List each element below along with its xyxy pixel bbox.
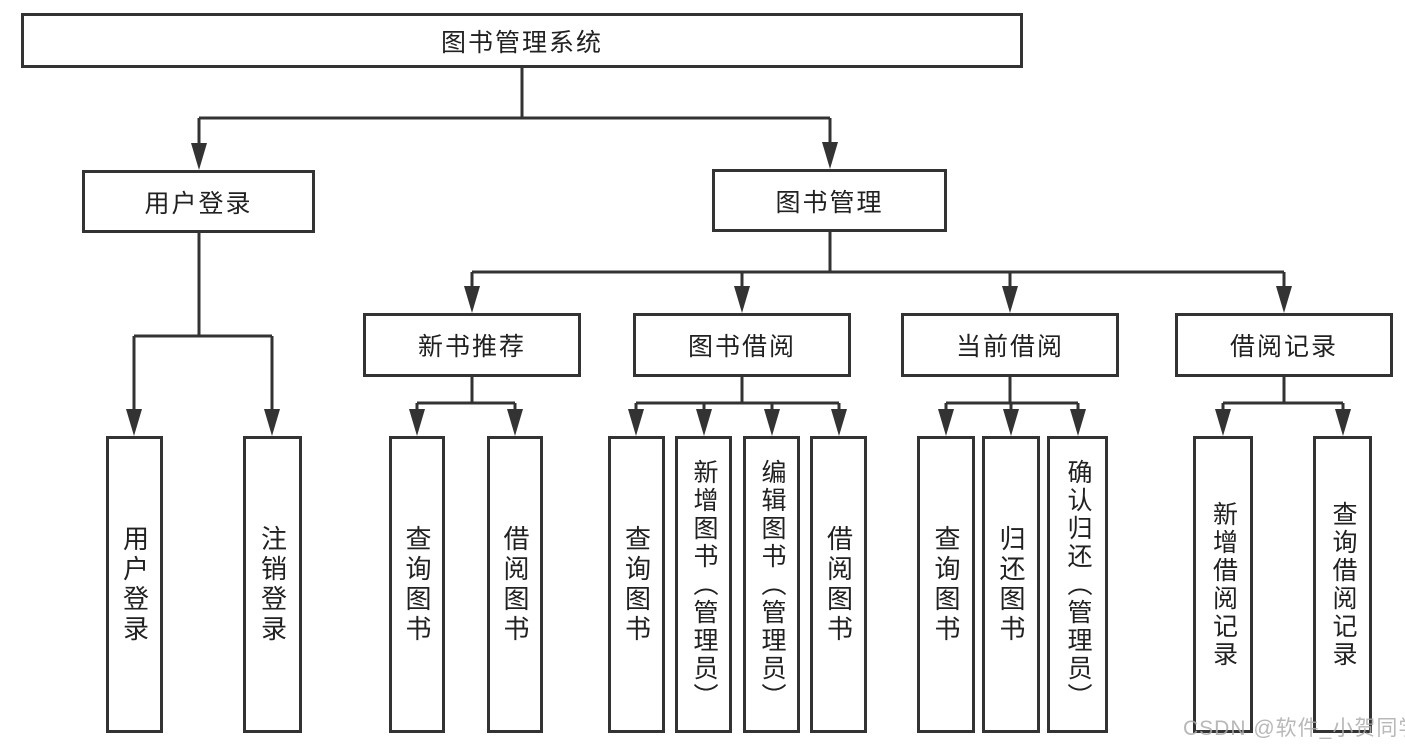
node-new-book-recommendation: 新书推荐 — [363, 313, 581, 377]
leaf-bb-query-books: 查询图书 — [608, 436, 665, 733]
arrow-icon — [1002, 286, 1018, 313]
arrow-icon — [764, 409, 780, 436]
arrow-icon — [1070, 409, 1086, 436]
arrow-icon — [1003, 409, 1019, 436]
arrow-icon — [409, 409, 425, 436]
leaf-label: 注销登录 — [257, 524, 288, 645]
leaf-cb-query-books: 查询图书 — [917, 436, 975, 733]
node-current-borrowing: 当前借阅 — [901, 313, 1119, 377]
node-user-login: 用户登录 — [82, 170, 315, 233]
node-label: 图书借阅 — [687, 333, 796, 361]
leaf-label: 查询图书 — [621, 524, 652, 645]
leaf-br-query-record: 查询借阅记录 — [1313, 436, 1372, 733]
arrow-icon — [696, 409, 712, 436]
arrow-icon — [734, 286, 750, 313]
leaf-label: 查询借阅记录 — [1329, 500, 1357, 669]
node-label: 图书管理 — [775, 188, 884, 217]
leaf-label: 借阅图书 — [823, 524, 854, 645]
leaf-label: 新增借阅记录 — [1209, 500, 1238, 669]
node-label: 图书管理系统 — [440, 28, 603, 57]
leaf-label: 查询图书 — [402, 524, 432, 645]
arrow-icon — [507, 409, 523, 436]
leaf-bb-borrow-books: 借阅图书 — [810, 436, 867, 733]
leaf-br-add-record: 新增借阅记录 — [1193, 436, 1253, 733]
node-book-management: 图书管理 — [712, 169, 947, 232]
arrow-icon — [126, 409, 142, 436]
arrow-icon — [822, 142, 838, 169]
leaf-label: 查询图书 — [931, 524, 961, 645]
arrow-icon — [1335, 409, 1351, 436]
node-label: 新书推荐 — [417, 333, 526, 361]
node-borrowing-records: 借阅记录 — [1175, 313, 1393, 377]
node-book-borrowing: 图书借阅 — [633, 313, 851, 377]
leaf-user-login: 用户登录 — [106, 436, 163, 733]
leaf-logout: 注销登录 — [243, 436, 302, 733]
leaf-bb-add-book-admin: 新增图书（管理员） — [675, 436, 732, 733]
arrow-icon — [1215, 409, 1231, 436]
arrow-icon — [1276, 286, 1292, 313]
arrow-icon — [938, 409, 954, 436]
leaf-label: 确认归还（管理员） — [1064, 458, 1092, 711]
watermark: CSDN @软件_小贺同学 — [1183, 717, 1405, 740]
leaf-nb-query-books: 查询图书 — [389, 436, 445, 733]
leaf-bb-edit-book-admin: 编辑图书（管理员） — [743, 436, 800, 733]
leaf-label: 新增图书（管理员） — [690, 458, 718, 711]
leaf-label: 借阅图书 — [500, 524, 530, 645]
leaf-label: 用户登录 — [119, 524, 150, 645]
node-label: 借阅记录 — [1229, 333, 1338, 361]
leaf-cb-return-books: 归还图书 — [982, 436, 1040, 733]
arrow-icon — [831, 409, 847, 436]
leaf-label: 归还图书 — [996, 524, 1026, 645]
leaf-nb-borrow-books: 借阅图书 — [487, 436, 543, 733]
node-label: 当前借阅 — [955, 333, 1064, 361]
leaf-label: 编辑图书（管理员） — [758, 458, 786, 711]
arrow-icon — [464, 286, 480, 313]
arrow-icon — [628, 409, 644, 436]
leaf-cb-confirm-return-admin: 确认归还（管理员） — [1047, 436, 1108, 733]
node-library-system: 图书管理系统 — [21, 13, 1023, 68]
node-label: 用户登录 — [144, 189, 253, 218]
arrow-icon — [264, 409, 280, 436]
arrow-icon — [191, 143, 207, 170]
